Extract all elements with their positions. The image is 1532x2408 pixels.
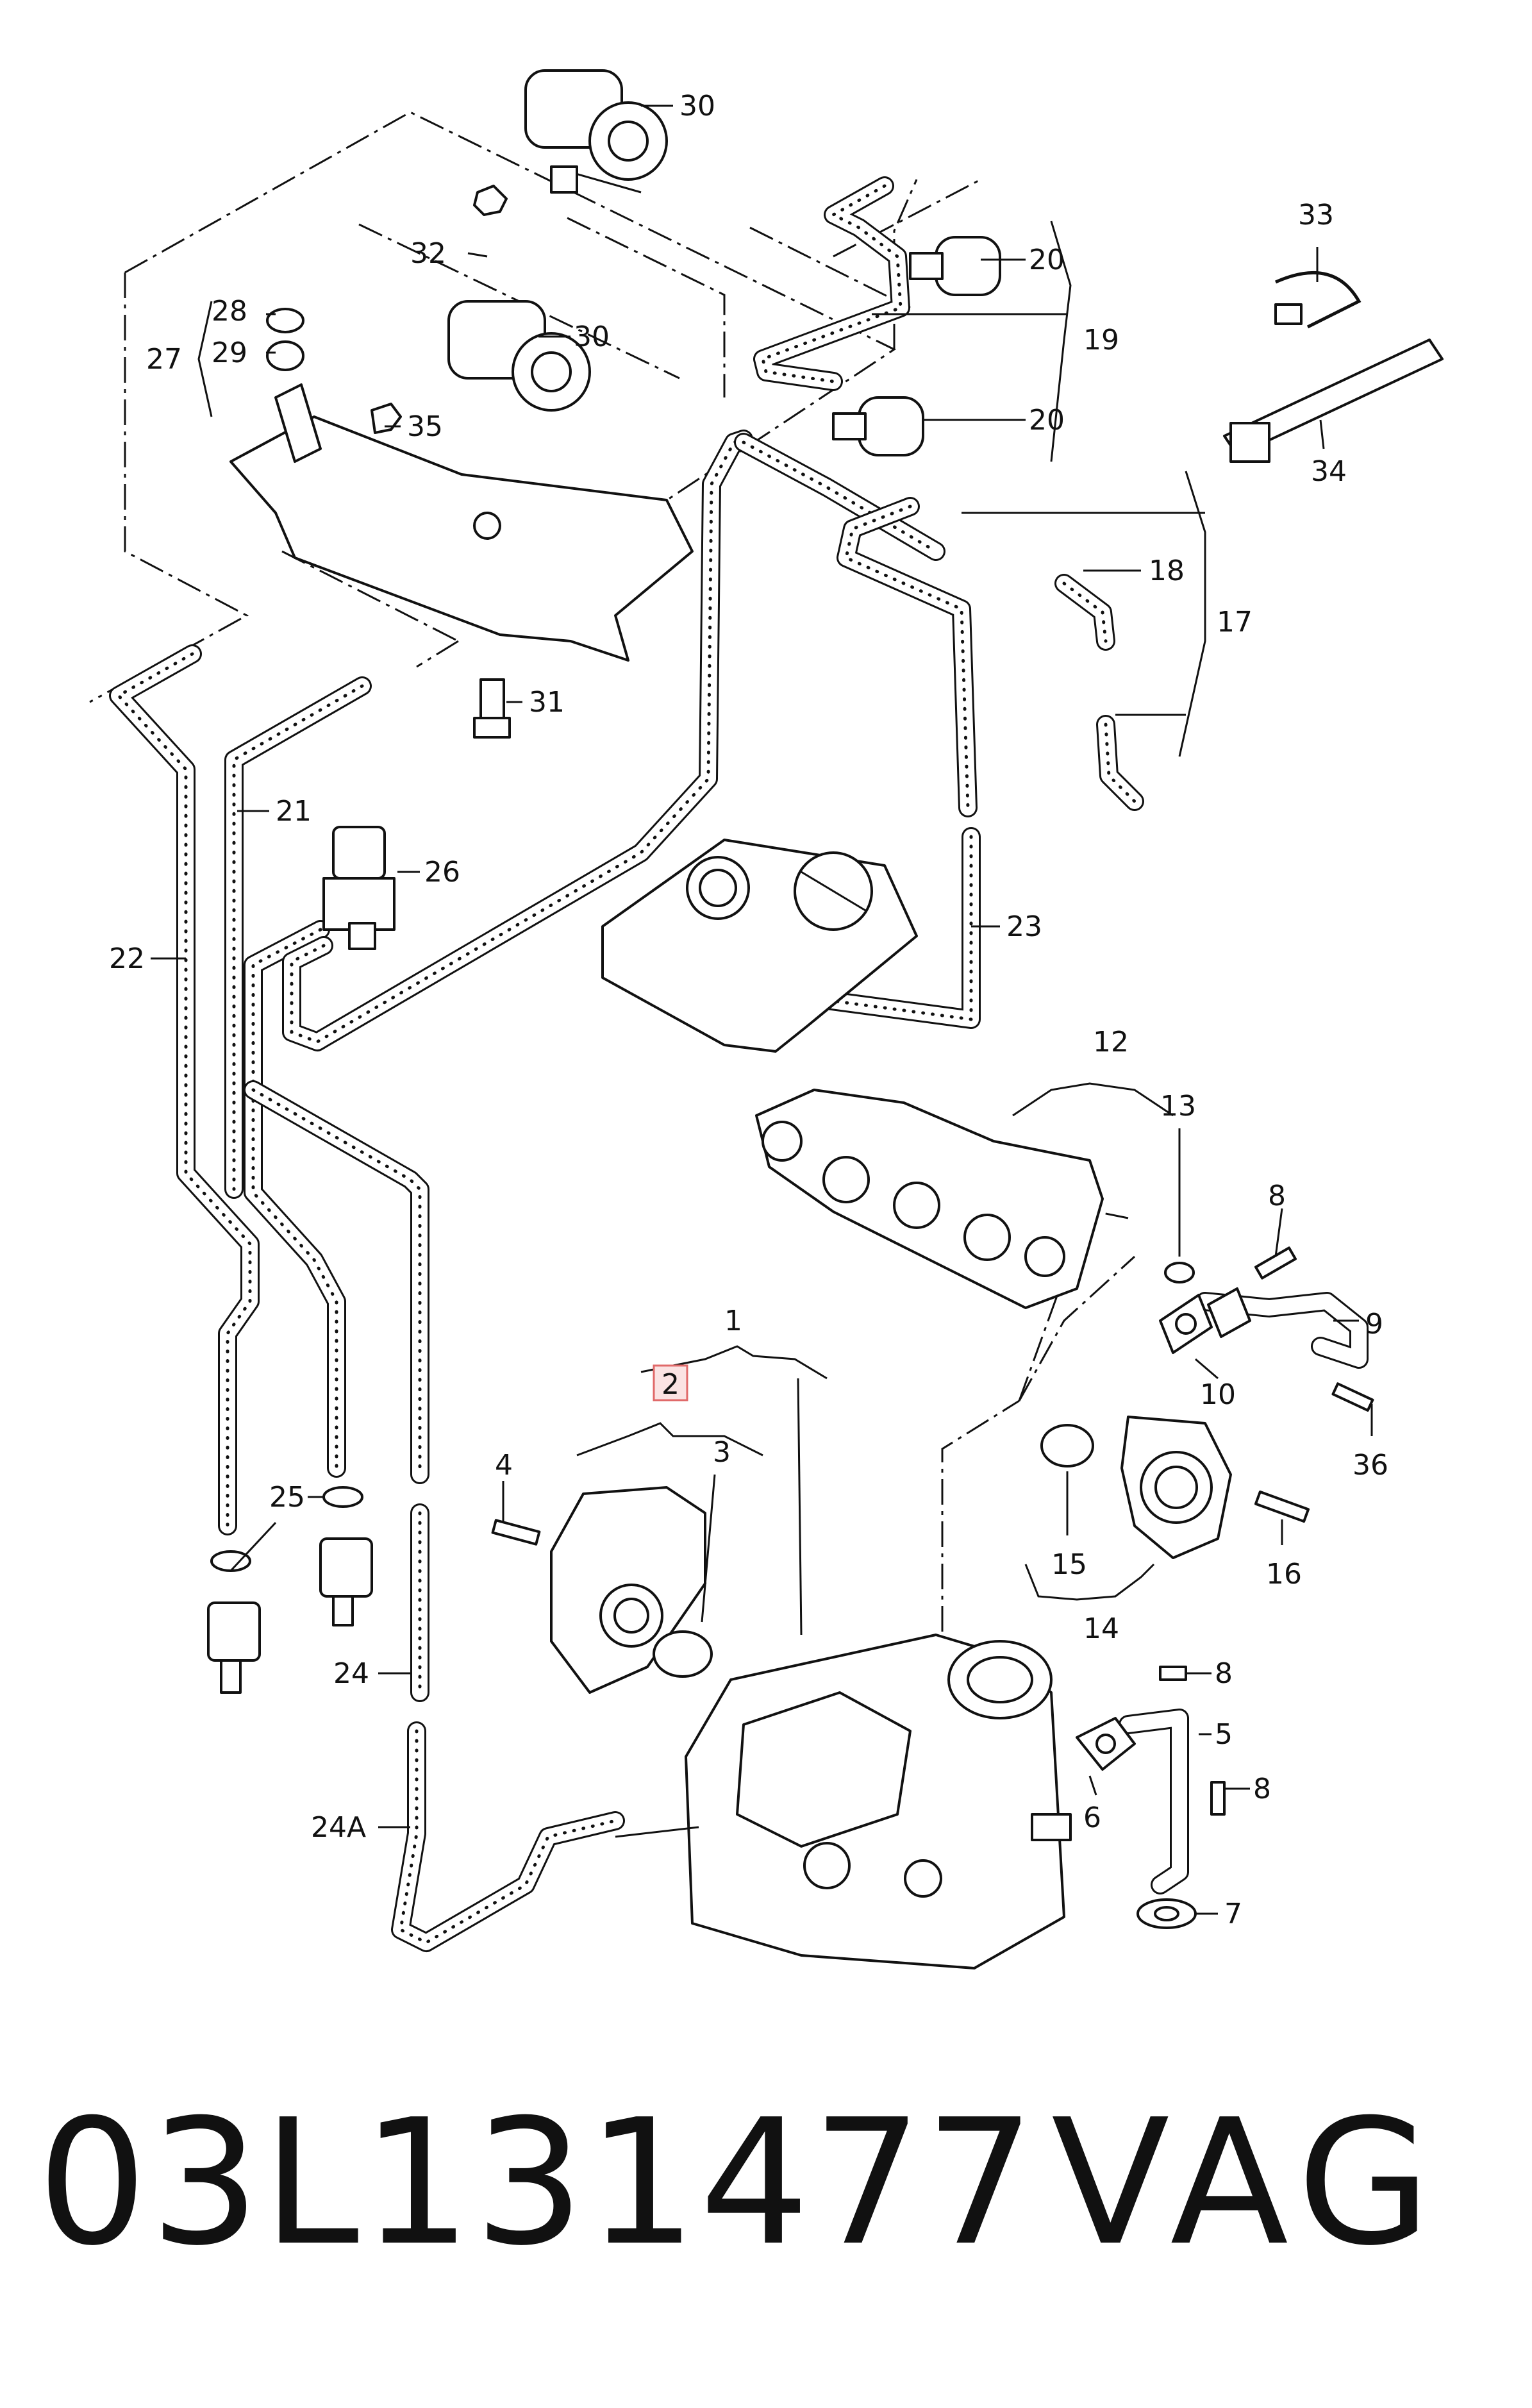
bracket-2 [576, 1422, 763, 1457]
callout-24: 24 [333, 1657, 369, 1690]
cylinder-head-cover [601, 839, 918, 1053]
callout-19: 19 [1083, 324, 1119, 356]
bracket-14 [1024, 1563, 1155, 1601]
bolt-36 [1331, 1382, 1374, 1412]
callout-8-middle: 8 [1215, 1657, 1233, 1690]
callout-20-upper: 20 [1029, 244, 1065, 276]
part-number: 03L131477 [37, 2082, 1038, 2284]
filter-20-top [909, 236, 1001, 296]
callout-24A: 24A [311, 1811, 366, 1844]
gasket-10 [1159, 1294, 1213, 1354]
callout-29: 29 [212, 337, 247, 369]
group-brackets [197, 221, 1206, 1601]
callout-28: 28 [212, 295, 247, 328]
hose-24A [391, 1721, 625, 1952]
callout-32: 32 [410, 237, 446, 270]
filter-25-right [319, 1486, 373, 1626]
callout-9: 9 [1365, 1308, 1383, 1341]
hose-17 [734, 433, 945, 561]
cable-tie-34 [1223, 339, 1444, 463]
callout-31: 31 [529, 686, 565, 719]
filter-25-left [207, 1550, 261, 1694]
callout-10: 10 [1200, 1378, 1236, 1411]
pressure-converter-30-mid [447, 185, 591, 412]
bracket-19 [1050, 221, 1072, 462]
bolt-8-low [1210, 1781, 1226, 1816]
callout-13: 13 [1160, 1090, 1196, 1123]
callout-30-lower: 30 [574, 321, 610, 353]
bracket-1 [640, 1345, 828, 1380]
seal-15 [1040, 1424, 1094, 1467]
valve-26 [322, 826, 395, 950]
bolt-8-mid [1159, 1666, 1187, 1681]
hose-22 [109, 644, 260, 1535]
callout-16: 16 [1266, 1558, 1302, 1591]
hose-main-loop [244, 1080, 429, 1484]
callout-2: 2 [662, 1368, 679, 1401]
gasket-6 [1076, 1717, 1136, 1771]
callout-2-highlight [653, 1364, 688, 1401]
bolt-31 [473, 678, 511, 739]
gasket-7 [1137, 1898, 1197, 1929]
callout-12: 12 [1093, 1026, 1129, 1058]
callouts: 1 2 3 4 5 6 7 8 8 8 9 10 12 13 14 15 16 … [109, 90, 1388, 1930]
callout-26: 26 [424, 856, 460, 889]
hose-19 [753, 176, 910, 391]
filter-20-bottom [832, 396, 924, 456]
exploded-parts-diagram: 1 2 3 4 5 6 7 8 8 8 9 10 12 13 14 15 16 … [89, 69, 1444, 1969]
callout-6: 6 [1083, 1802, 1101, 1834]
throttle-body-14 [1120, 1416, 1232, 1559]
seal-13 [1164, 1262, 1195, 1283]
pipe-5 [1119, 1709, 1189, 1894]
callout-8-upper: 8 [1268, 1180, 1286, 1212]
callout-15: 15 [1051, 1548, 1087, 1581]
egr-pipe-9 [1207, 1287, 1251, 1338]
callout-30-upper: 30 [679, 90, 715, 122]
callout-1: 1 [724, 1305, 742, 1337]
intake-manifold-12 [755, 1089, 1104, 1309]
hose-9-pipe [1195, 1292, 1369, 1369]
callout-22: 22 [109, 942, 145, 975]
brand-name: VAG [1051, 2082, 1443, 2284]
parts [207, 69, 1444, 1969]
bolt-4 [491, 1519, 541, 1546]
hose-to-cover [282, 430, 753, 1051]
bracket-17 [1178, 471, 1206, 757]
leader-lines [151, 105, 1373, 1915]
callout-27: 27 [146, 343, 182, 376]
callout-33: 33 [1298, 199, 1334, 231]
callout-36: 36 [1353, 1449, 1388, 1482]
callout-35: 35 [407, 410, 443, 443]
hose-21 [224, 676, 372, 1199]
callout-8-lower: 8 [1253, 1773, 1271, 1805]
callout-20-lower: 20 [1029, 404, 1065, 437]
callout-21: 21 [276, 795, 312, 828]
callout-14: 14 [1083, 1612, 1119, 1645]
callout-17: 17 [1217, 606, 1253, 639]
hose-23 [817, 497, 981, 1029]
valve-2 [550, 1486, 706, 1694]
callout-34: 34 [1311, 455, 1347, 488]
callout-25: 25 [269, 1481, 305, 1514]
bolt-16 [1254, 1490, 1310, 1523]
bracket [229, 308, 694, 662]
callout-3: 3 [713, 1436, 731, 1469]
callout-5: 5 [1215, 1718, 1233, 1751]
bracket-27 [197, 301, 213, 417]
callout-23: 23 [1006, 910, 1042, 943]
hose-18 [1054, 574, 1144, 811]
pressure-converter-30-top [524, 69, 668, 194]
bracket-12 [1012, 1082, 1174, 1117]
callout-18: 18 [1149, 555, 1185, 587]
clip-33 [1274, 271, 1361, 329]
seal-3 [653, 1630, 713, 1678]
vacuum-hoses [109, 176, 1369, 1952]
callout-7: 7 [1224, 1898, 1242, 1930]
bolt-8-top [1254, 1246, 1297, 1280]
egr-cooler-1 [685, 1634, 1072, 1969]
hose-to-26 [244, 920, 346, 1478]
callout-4: 4 [495, 1449, 513, 1482]
